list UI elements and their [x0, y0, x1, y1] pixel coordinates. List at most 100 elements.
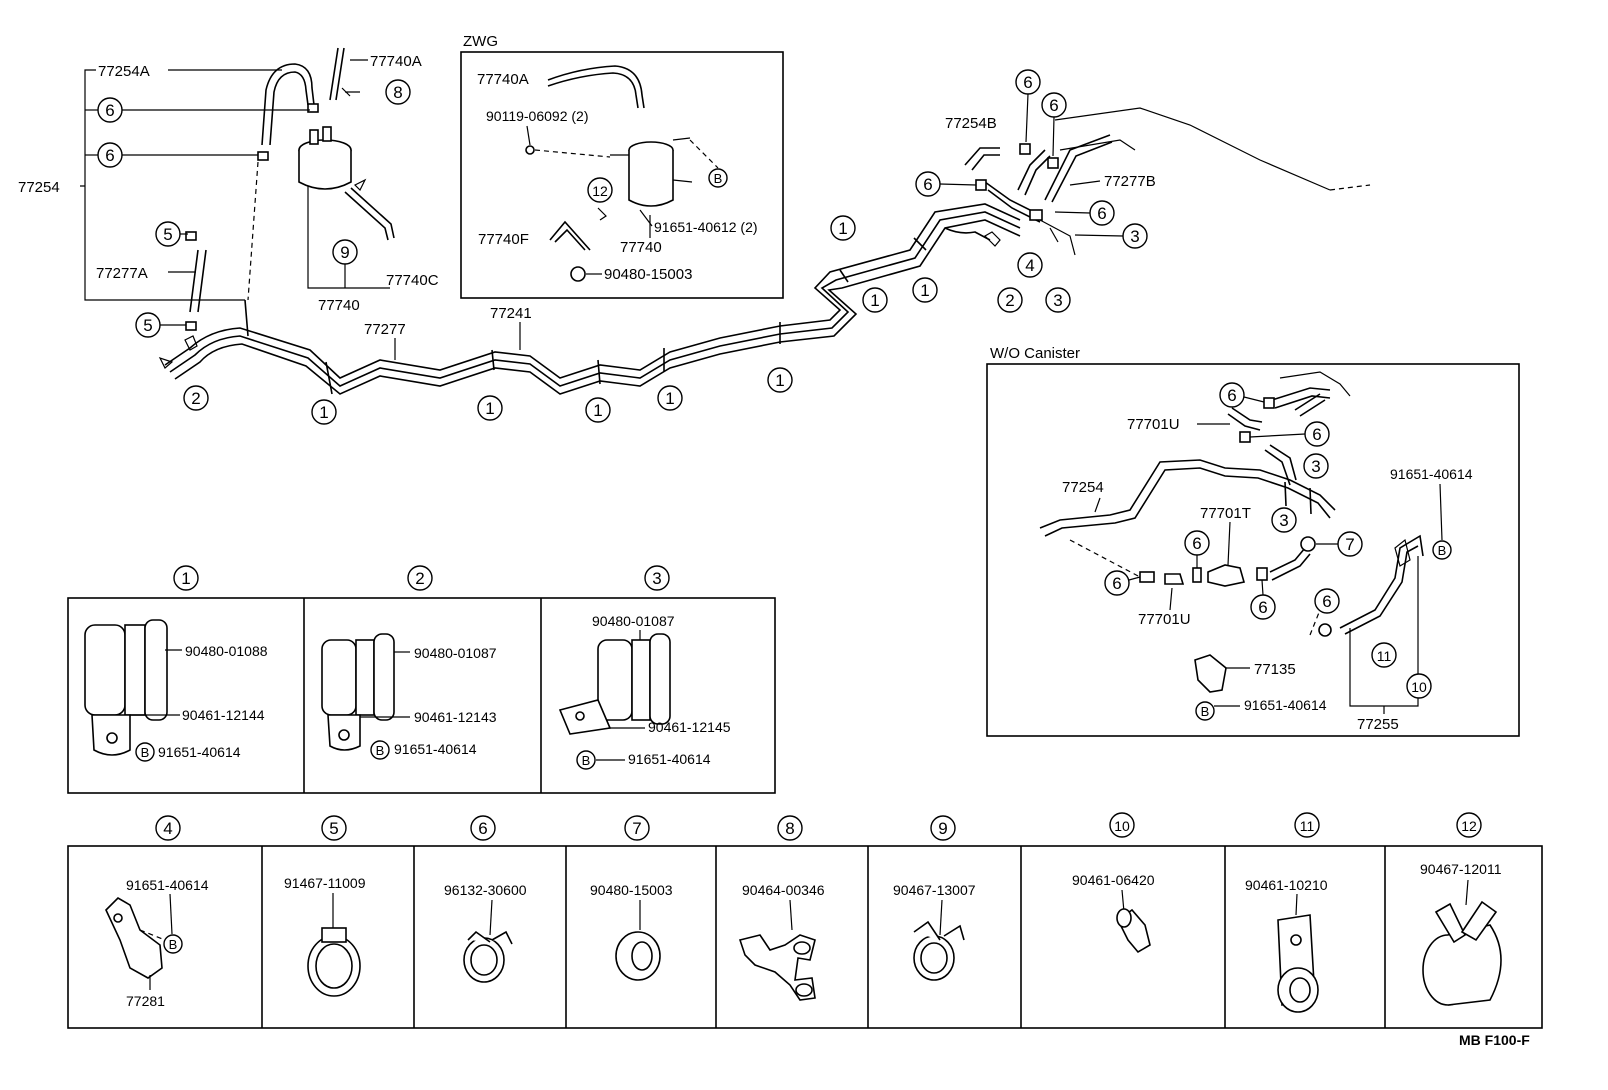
svg-text:90461-10210: 90461-10210: [1245, 877, 1328, 893]
callout-1: [311, 399, 337, 425]
svg-text:77277: 77277: [364, 321, 406, 338]
svg-text:77254: 77254: [1062, 479, 1104, 496]
zwg-inset-content: 77740A 90119-06092 (2) 91651-40612 (2) 7…: [477, 65, 758, 283]
callout-11: [1371, 642, 1397, 668]
svg-text:77135: 77135: [1254, 661, 1296, 678]
svg-text:77701T: 77701T: [1200, 505, 1251, 522]
svg-text:91651-40614: 91651-40614: [394, 741, 477, 757]
callout-2: [183, 385, 209, 411]
callout-3: [1271, 507, 1297, 533]
svg-text:77740A: 77740A: [370, 53, 422, 70]
detail-header-3: [644, 565, 670, 591]
callout-1: [862, 287, 888, 313]
svg-text:90461-12145: 90461-12145: [648, 719, 731, 735]
callout-3: [1122, 223, 1148, 249]
svg-text:77254B: 77254B: [945, 115, 997, 132]
callout-1: [657, 385, 683, 411]
svg-text:91651-40614: 91651-40614: [1390, 466, 1473, 482]
callout-6: [1089, 200, 1115, 226]
svg-text:77281: 77281: [126, 993, 165, 1009]
detail-header-8: [777, 815, 803, 841]
callout-1: [477, 395, 503, 421]
detail-header-2: [407, 565, 433, 591]
zwg-inset-box: [460, 51, 784, 299]
svg-text:91467-11009: 91467-11009: [284, 875, 366, 891]
svg-text:91651-40614: 91651-40614: [628, 751, 711, 767]
svg-text:91651-40612 (2): 91651-40612 (2): [654, 219, 758, 235]
svg-text:77740: 77740: [620, 239, 662, 256]
callout-6: [915, 171, 941, 197]
callout-2: [997, 287, 1023, 313]
callout-1: [767, 367, 793, 393]
clamp-detail-3: 90480-01087 90461-12145 91651-40614: [558, 613, 731, 770]
svg-text:91651-40614: 91651-40614: [126, 877, 209, 893]
svg-text:77701U: 77701U: [1127, 416, 1180, 433]
svg-text:90480-15003: 90480-15003: [590, 882, 673, 898]
canister-assembly: [185, 47, 395, 331]
svg-text:77254: 77254: [18, 179, 60, 196]
clamp-detail-1: 90480-01088 90461-12144 91651-40614: [84, 619, 268, 762]
svg-text:90467-12011: 90467-12011: [1420, 861, 1502, 877]
callout-6: [97, 97, 123, 123]
callout-10: [1406, 673, 1432, 699]
wo-canister-title: W/O Canister: [990, 345, 1080, 362]
callout-1: [830, 215, 856, 241]
callout-3: [1303, 453, 1329, 479]
svg-text:77701U: 77701U: [1138, 611, 1191, 628]
detail-header-9: [930, 815, 956, 841]
callout-6: [1250, 594, 1276, 620]
callout-7: [1337, 531, 1363, 557]
callout-6: [1219, 382, 1245, 408]
svg-text:91651-40614: 91651-40614: [158, 744, 241, 760]
svg-text:90461-06420: 90461-06420: [1072, 872, 1155, 888]
svg-text:77255: 77255: [1357, 716, 1399, 733]
part-7-grommet: 90480-15003: [590, 882, 673, 981]
svg-text:90461-12144: 90461-12144: [182, 707, 265, 723]
callout-6: [1015, 69, 1041, 95]
callout-6: [1304, 421, 1330, 447]
tank-connection-area: 77254B 77277B: [945, 107, 1371, 256]
callout-3: [1045, 287, 1071, 313]
main-labels: 77254A 77740A 77254 77277A 77277 77241 7…: [18, 53, 532, 360]
clamp-detail-2: 90480-01087 90461-12143 91651-40614: [321, 633, 497, 760]
part-8-double-clip: 90464-00346: [738, 882, 825, 1001]
callout-5: [155, 221, 181, 247]
svg-text:90461-12143: 90461-12143: [414, 709, 497, 725]
detail-header-7: [624, 815, 650, 841]
detail-header-6: [470, 815, 496, 841]
wo-canister-content: 77701U 77254 77701T 77701U 91651-40614 7…: [1039, 371, 1473, 733]
callout-1: [585, 397, 611, 423]
callout-6: [1041, 92, 1067, 118]
clamp-detail-panel: [67, 597, 776, 794]
svg-text:96132-30600: 96132-30600: [444, 882, 527, 898]
svg-text:77740F: 77740F: [478, 231, 529, 248]
part-12-hose-clip: 90467-12011: [1420, 861, 1502, 1006]
svg-text:77254A: 77254A: [98, 63, 150, 80]
part-10-clip: 90461-06420: [1072, 872, 1155, 954]
callout-9: [332, 239, 358, 265]
svg-text:77277A: 77277A: [96, 265, 148, 282]
zwg-title: ZWG: [463, 33, 498, 50]
callout-1: [912, 277, 938, 303]
svg-text:90480-01087: 90480-01087: [414, 645, 497, 661]
detail-header-10: [1109, 812, 1135, 838]
callout-4: [1017, 252, 1043, 278]
wo-canister-inset-box: [986, 363, 1520, 737]
callout-6: [1184, 530, 1210, 556]
callout-6: [97, 142, 123, 168]
svg-text:77740A: 77740A: [477, 71, 529, 88]
callout-5: [135, 312, 161, 338]
detail-header-4: [155, 815, 181, 841]
svg-text:77740: 77740: [318, 297, 360, 314]
detail-header-1: [173, 565, 199, 591]
svg-text:90467-13007: 90467-13007: [893, 882, 976, 898]
parts-detail-panel: [67, 845, 1543, 1029]
svg-text:90480-01087: 90480-01087: [592, 613, 675, 629]
part-4-clamp: 91651-40614 77281: [105, 877, 209, 1009]
main-fuel-pipes: [158, 203, 1021, 395]
svg-text:91651-40614: 91651-40614: [1244, 697, 1327, 713]
svg-text:90480-15003: 90480-15003: [604, 266, 692, 283]
detail-header-12: [1456, 812, 1482, 838]
svg-text:77241: 77241: [490, 305, 532, 322]
